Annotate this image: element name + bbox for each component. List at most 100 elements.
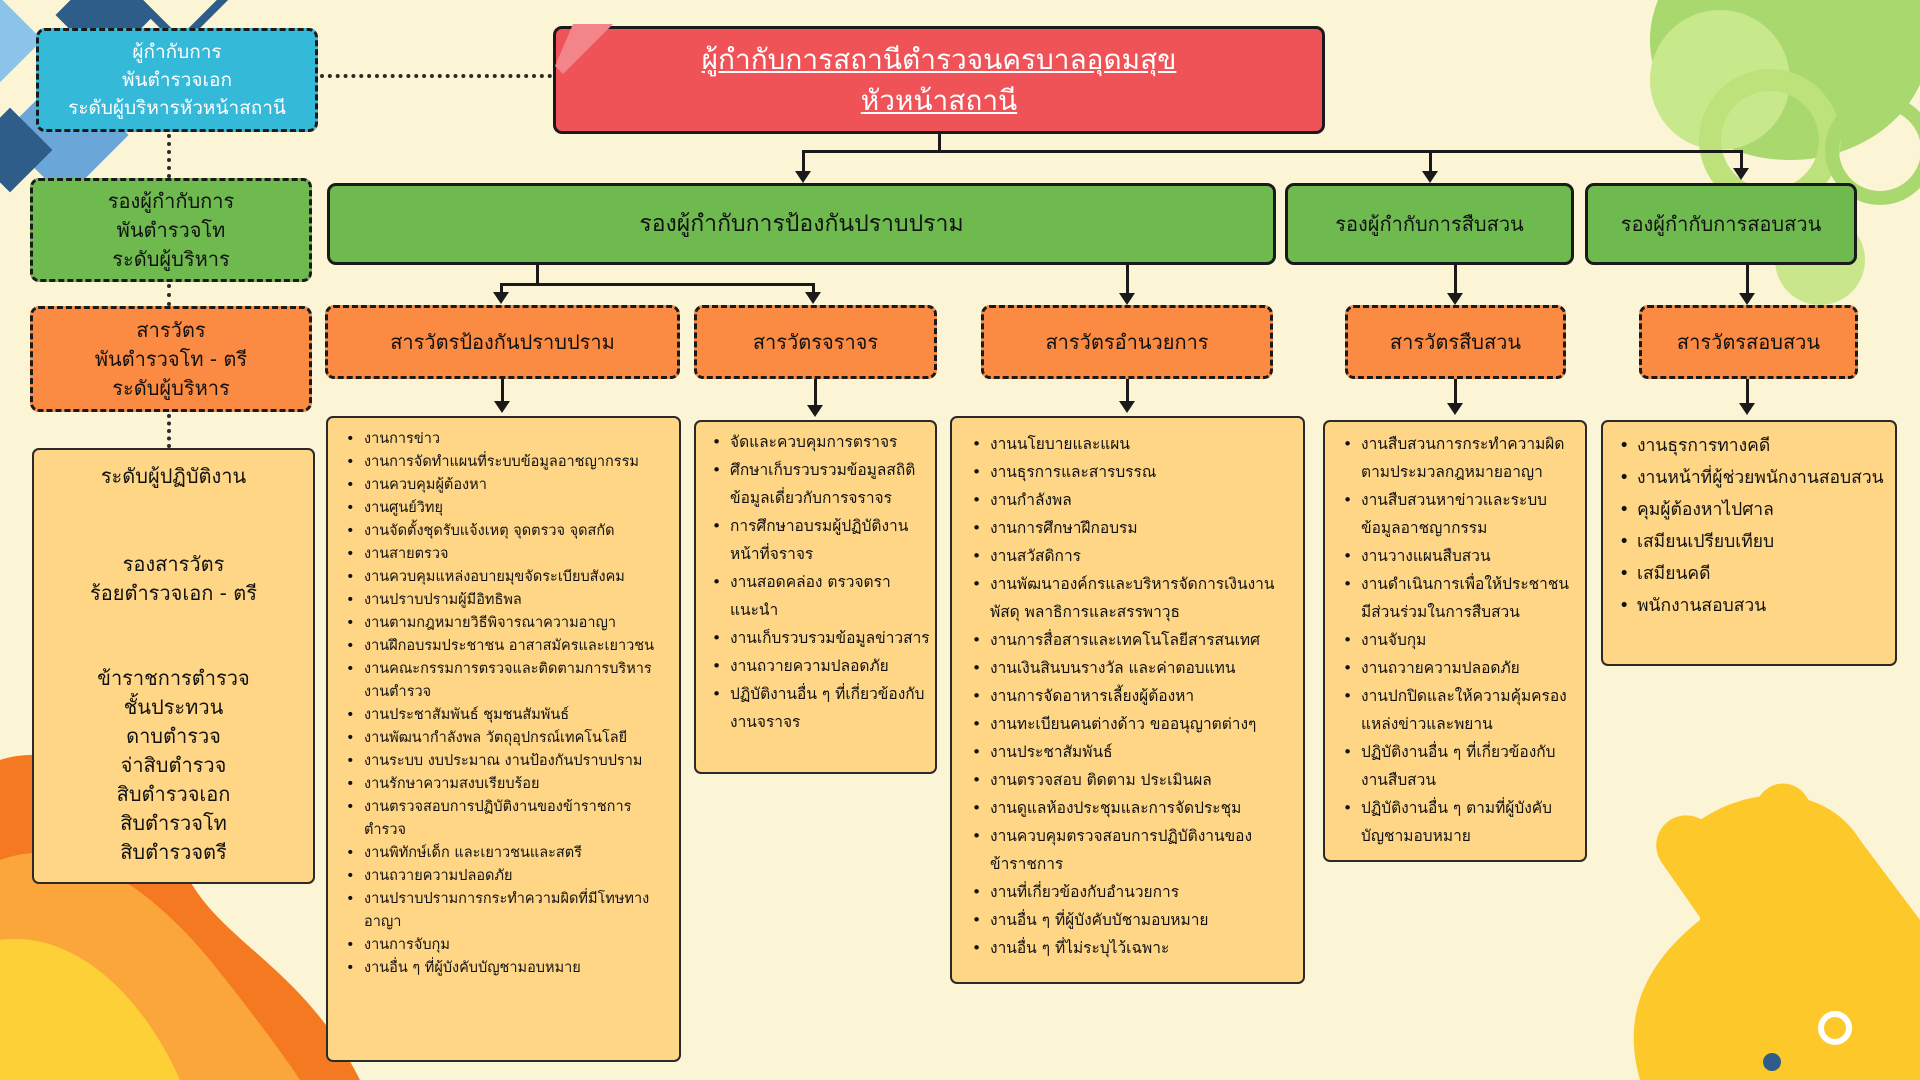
arrow-investigation-list	[1447, 403, 1463, 415]
left-connector-3	[167, 414, 171, 448]
drop-inquiry-inspector	[1746, 265, 1749, 295]
sub-inspector-grade: ร้อยตำรวจเอก - ตรี	[89, 581, 257, 605]
admin-duty-panel: งานนโยบายและแผนงานธุรการและสารบรรณงานกำล…	[950, 416, 1305, 984]
duty-item: เสมียนเปรียบเทียบ	[1615, 526, 1889, 558]
duty-item: งานตรวจสอบการปฏิบัติงานของข้าราชการตำรวจ	[342, 796, 672, 842]
deputy-rank-grade: พันตำรวจโท	[116, 217, 226, 242]
arrow-investigation-deputy	[1422, 171, 1438, 183]
drop-admin-inspector	[1126, 265, 1129, 295]
drop-prevention-inspector	[500, 283, 503, 294]
rank-sergeant-major: ดาบตำรวจ	[126, 724, 221, 748]
drop-investigation-inspector	[1454, 265, 1457, 295]
duty-item: งานอื่น ๆ ที่ไม่ระบุไว้เฉพาะ	[968, 934, 1294, 962]
drop-investigation-list	[1454, 379, 1457, 405]
drop-traffic-inspector	[812, 283, 815, 294]
duty-item: งานเก็บรวบรวมข้อมูลข่าวสาร	[708, 624, 930, 652]
station-chief-title: ผู้กำกับการสถานีตำรวจนครบาลอุดมสุข	[701, 43, 1177, 76]
duty-item: งานรักษาความสงบเรียบร้อย	[342, 773, 672, 796]
duty-item: งานควบคุมแหล่งอบายมุขจัดระเบียบสังคม	[342, 566, 672, 589]
duty-item: งานสายตรวจ	[342, 543, 672, 566]
duty-item: งานปราบปรามผู้มีอิทธิพล	[342, 589, 672, 612]
arrow-prevention-list	[494, 401, 510, 413]
commander-rank-level: ระดับผู้บริหารหัวหน้าสถานี	[68, 97, 286, 119]
duty-item: งานถวายความปลอดภัย	[342, 865, 672, 888]
traffic-duty-list: จัดและควบคุมการตราจรศึกษาเก็บรวบรวมข้อมู…	[708, 428, 930, 736]
investigation-inspector-box: สารวัตรสืบสวน	[1345, 305, 1566, 379]
arrow-investigation-inspector	[1447, 293, 1463, 305]
inquiry-deputy-box: รองผู้กำกับการสอบสวน	[1585, 183, 1857, 265]
duty-item: งานการข่าว	[342, 428, 672, 451]
duty-item: งานถวายความปลอดภัย	[708, 652, 930, 680]
inspector-rank-box: สารวัตร พันตำรวจโท - ตรี ระดับผู้บริหาร	[30, 306, 312, 412]
duty-item: งานประชาสัมพันธ์ ชุมชนสัมพันธ์	[342, 704, 672, 727]
duty-item: งานพัฒนากำลังพล วัตถุอุปกรณ์เทคโนโลยี	[342, 727, 672, 750]
duty-item: งานสืบสวนหาข่าวและระบบข้อมูลอาชญากรรม	[1339, 486, 1579, 542]
investigation-duty-panel: งานสืบสวนการกระทำความผิดตามประมวลกฎหมายอ…	[1323, 420, 1587, 862]
duty-item: งานสวัสดิการ	[968, 542, 1294, 570]
arrow-admin-inspector	[1119, 293, 1135, 305]
traffic-inspector-label: สารวัตรจราจร	[752, 329, 879, 354]
duty-item: งานถวายความปลอดภัย	[1339, 654, 1579, 682]
prevention-inspector-box: สารวัตรป้องกันปราบปราม	[325, 305, 680, 379]
arrow-prevention-deputy	[795, 171, 811, 183]
commander-rank-grade: พันตำรวจเอก	[122, 69, 232, 91]
non-commissioned-title: ชั้นประทวน	[123, 695, 224, 719]
duty-item: งานจัดตั้งชุดรับแจ้งเหตุ จุดตรวจ จุดสกัด	[342, 520, 672, 543]
admin-inspector-label: สารวัตรอำนวยการ	[1045, 329, 1209, 354]
duty-item: ปฏิบัติงานอื่น ๆ ที่เกี่ยวข้องกับงานจราจ…	[708, 680, 930, 736]
duty-item: งานดำเนินการเพื่อให้ประชาชนมีส่วนร่วมในก…	[1339, 570, 1579, 626]
arrow-inquiry-deputy	[1733, 168, 1749, 180]
duty-item: งานปราบปรามการกระทำความผิดที่มีโทษทางอาญ…	[342, 888, 672, 934]
duty-item: งานที่เกี่ยวข้องกับอำนวยการ	[968, 878, 1294, 906]
duty-item: งานศูนย์วิทยุ	[342, 497, 672, 520]
commander-link	[320, 74, 552, 78]
arrow-traffic-inspector	[805, 292, 821, 304]
duty-item: งานพิทักษ์เด็ก และเยาวชนและสตรี	[342, 842, 672, 865]
traffic-duty-panel: จัดและควบคุมการตราจรศึกษาเก็บรวบรวมข้อมู…	[694, 420, 937, 774]
duty-item: งานหน้าที่ผู้ช่วยพนักงานสอบสวน	[1615, 462, 1889, 494]
left-connector-1	[167, 134, 171, 178]
prevention-deputy-box: รองผู้กำกับการป้องกันปราบปราม	[327, 183, 1276, 265]
duty-item: งานคณะกรรมการตรวจและติดตามการบริหารงานตำ…	[342, 658, 672, 704]
rank-lance-corporal: สิบตำรวจตรี	[120, 840, 227, 864]
duty-item: งานเงินสินบนรางวัล และค่าตอบแทน	[968, 654, 1294, 682]
prevention-deputy-label: รองผู้กำกับการป้องกันปราบปราม	[639, 210, 964, 237]
duty-item: งานธุรการและสารบรรณ	[968, 458, 1294, 486]
duty-item: จัดและควบคุมการตราจร	[708, 428, 930, 456]
duty-item: เสมียนคดี	[1615, 558, 1889, 590]
inquiry-duty-panel: งานธุรการทางคดีงานหน้าที่ผู้ช่วยพนักงานส…	[1601, 420, 1897, 666]
duty-item: ปฏิบัติงานอื่น ๆ ที่เกี่ยวข้องกับงานสืบส…	[1339, 738, 1579, 794]
inspector-rank-title: สารวัตร	[136, 317, 206, 342]
deputy-rank-box: รองผู้กำกับการ พันตำรวจโท ระดับผู้บริหาร	[30, 178, 312, 282]
prevention-duty-list: งานการข่าวงานการจัดทำแผนที่ระบบข้อมูลอาช…	[342, 428, 672, 980]
duty-item: งานกำลังพล	[968, 486, 1294, 514]
duty-item: งานการจัดอาหารเลี้ยงผู้ต้องหา	[968, 682, 1294, 710]
duty-item: งานอื่น ๆ ที่ผู้บังคับบัชามอบหมาย	[968, 906, 1294, 934]
duty-item: การศึกษาอบรมผู้ปฏิบัติงานหน้าที่จราจร	[708, 512, 930, 568]
drop-admin-list	[1126, 379, 1129, 403]
rank-sergeant: สิบตำรวจเอก	[116, 782, 231, 806]
inquiry-deputy-label: รองผู้กำกับการสอบสวน	[1620, 211, 1822, 236]
deputy-rank-title: รองผู้กำกับการ	[107, 188, 235, 213]
arrow-inquiry-list	[1739, 403, 1755, 415]
prevention-inspector-label: สารวัตรป้องกันปราบปราม	[390, 329, 615, 354]
yellow-streaks-decoration	[1633, 783, 1920, 1080]
duty-item: งานตรวจสอบ ติดตาม ประเมินผล	[968, 766, 1294, 794]
drop-traffic-list	[814, 379, 817, 407]
branch-drop-prevention	[802, 150, 805, 172]
admin-duty-list: งานนโยบายและแผนงานธุรการและสารบรรณงานกำล…	[968, 430, 1294, 962]
police-officer-title: ข้าราชการตำรวจ	[97, 666, 250, 690]
duty-item: งานนโยบายและแผน	[968, 430, 1294, 458]
duty-item: งานดูแลห้องประชุมและการจัดประชุม	[968, 794, 1294, 822]
operational-level-title: ระดับผู้ปฏิบัติงาน	[100, 464, 247, 488]
duty-item: คุมผู้ต้องหาไปศาล	[1615, 494, 1889, 526]
drop-prevention-list	[501, 379, 504, 403]
investigation-inspector-label: สารวัตรสืบสวน	[1389, 329, 1522, 354]
prevention-duty-panel: งานการข่าวงานการจัดทำแผนที่ระบบข้อมูลอาช…	[326, 416, 681, 1062]
duty-item: งานควบคุมผู้ต้องหา	[342, 474, 672, 497]
top-stem-line	[938, 134, 941, 152]
rank-master-sergeant: จ่าสิบตำรวจ	[120, 753, 227, 777]
arrow-admin-list	[1119, 401, 1135, 413]
duty-item: งานสืบสวนการกระทำความผิดตามประมวลกฎหมายอ…	[1339, 430, 1579, 486]
duty-item: งานตามกฎหมายวิธีพิจารณาความอาญา	[342, 612, 672, 635]
